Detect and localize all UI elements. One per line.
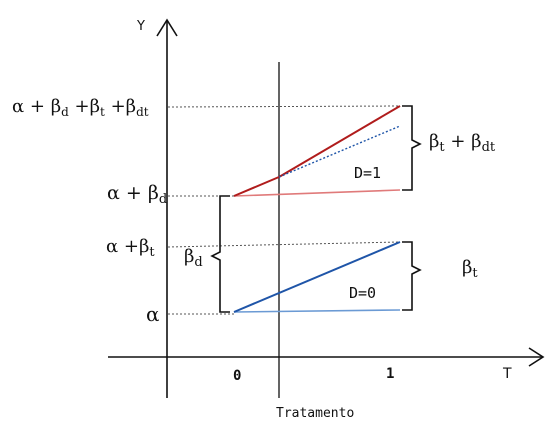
- label-top-sum: α + βd +βt +βdt: [12, 96, 149, 119]
- guide-alpha-bt: [167, 241, 401, 248]
- x-axis-label: T: [502, 366, 512, 382]
- bracket-bd: [210, 195, 230, 313]
- control-trend: [233, 241, 401, 313]
- label-alpha-bt: α +βt: [106, 236, 155, 260]
- treated-baseline: [233, 189, 401, 197]
- label-bd: βd: [184, 246, 203, 270]
- y-axis-label: Y: [136, 19, 145, 34]
- x-caption: Tratamento: [276, 406, 354, 421]
- label-bt: βt: [462, 257, 478, 281]
- treated-post: [278, 105, 401, 178]
- control-baseline: [233, 309, 401, 313]
- bracket-bt: [402, 241, 422, 311]
- label-d1: D=1: [354, 164, 381, 182]
- guide-top: [167, 105, 401, 108]
- label-d0: D=0: [349, 284, 376, 302]
- bracket-btdt: [402, 105, 422, 191]
- x-tick-1: 1: [386, 366, 394, 382]
- label-btdt: βt + βdt: [429, 131, 496, 155]
- treated-counterfactual: [278, 125, 401, 178]
- treated-pre: [233, 176, 280, 197]
- label-alpha-bd: α + βd: [107, 182, 167, 207]
- y-axis-arrow: [156, 18, 178, 37]
- x-tick-0: 0: [233, 368, 241, 384]
- x-axis-arrow: [528, 347, 545, 367]
- label-alpha: α: [146, 302, 160, 326]
